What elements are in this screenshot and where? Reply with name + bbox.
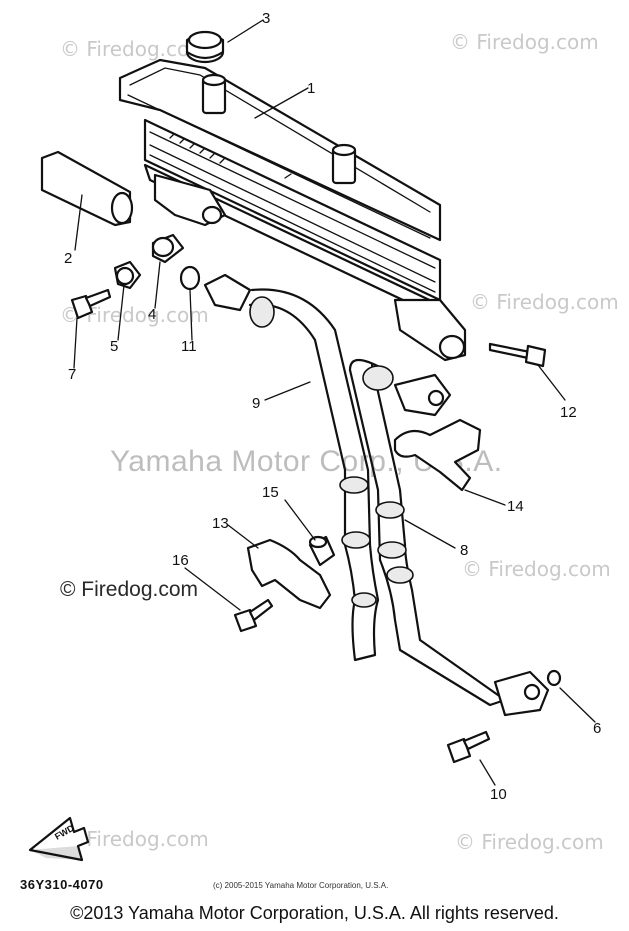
callout-12: 12 — [560, 404, 577, 421]
collar-part-5 — [113, 260, 142, 290]
clamp-part-13 — [246, 538, 332, 610]
leader-lines — [73, 19, 596, 786]
small-copyright: (c) 2005-2015 Yamaha Motor Corporation, … — [213, 881, 389, 890]
bolt-part-16 — [233, 598, 274, 633]
watermark: © Firedog.com — [462, 557, 611, 581]
callout-10: 10 — [490, 786, 507, 803]
callout-7: 7 — [68, 366, 77, 383]
washer-part-6 — [546, 669, 562, 687]
oil-cooler-body — [118, 58, 467, 362]
oil-hose-part-8 — [348, 358, 550, 717]
watermark: © Firedog.com — [470, 290, 619, 314]
clamp-part-14 — [393, 418, 482, 492]
callout-2: 2 — [64, 250, 73, 267]
callout-8: 8 — [460, 542, 469, 559]
diagram-part-code: 36Y310-4070 — [20, 877, 104, 892]
bolt-part-7 — [70, 288, 112, 320]
callout-3: 3 — [262, 10, 271, 27]
callout-1: 1 — [307, 80, 316, 97]
fwd-arrow-icon: FWD — [28, 816, 90, 862]
callout-14: 14 — [507, 498, 524, 515]
watermark: © Firedog.com — [60, 37, 209, 61]
bolt-part-12 — [488, 342, 547, 368]
callout-6: 6 — [593, 720, 602, 737]
oil-hose-part-9 — [203, 273, 380, 662]
grommet-part-3 — [185, 30, 225, 64]
watermark: © Firedog.com — [455, 830, 604, 854]
rubber-cover-part-2 — [40, 150, 134, 227]
callout-13: 13 — [212, 515, 229, 532]
watermark: © Firedog.com — [450, 30, 599, 54]
collar-part-15 — [308, 535, 336, 567]
callout-4: 4 — [148, 306, 157, 323]
collar-part-4 — [151, 233, 185, 264]
callout-9: 9 — [252, 395, 261, 412]
callout-5: 5 — [110, 338, 119, 355]
copyright-footer: ©2013 Yamaha Motor Corporation, U.S.A. A… — [70, 903, 559, 923]
callout-11: 11 — [181, 338, 197, 355]
watermark-dark: © Firedog.com — [60, 578, 199, 601]
callout-16: 16 — [172, 552, 189, 569]
callout-15: 15 — [262, 484, 279, 501]
bolt-part-10 — [446, 730, 491, 764]
o-ring-part-11 — [179, 265, 201, 291]
